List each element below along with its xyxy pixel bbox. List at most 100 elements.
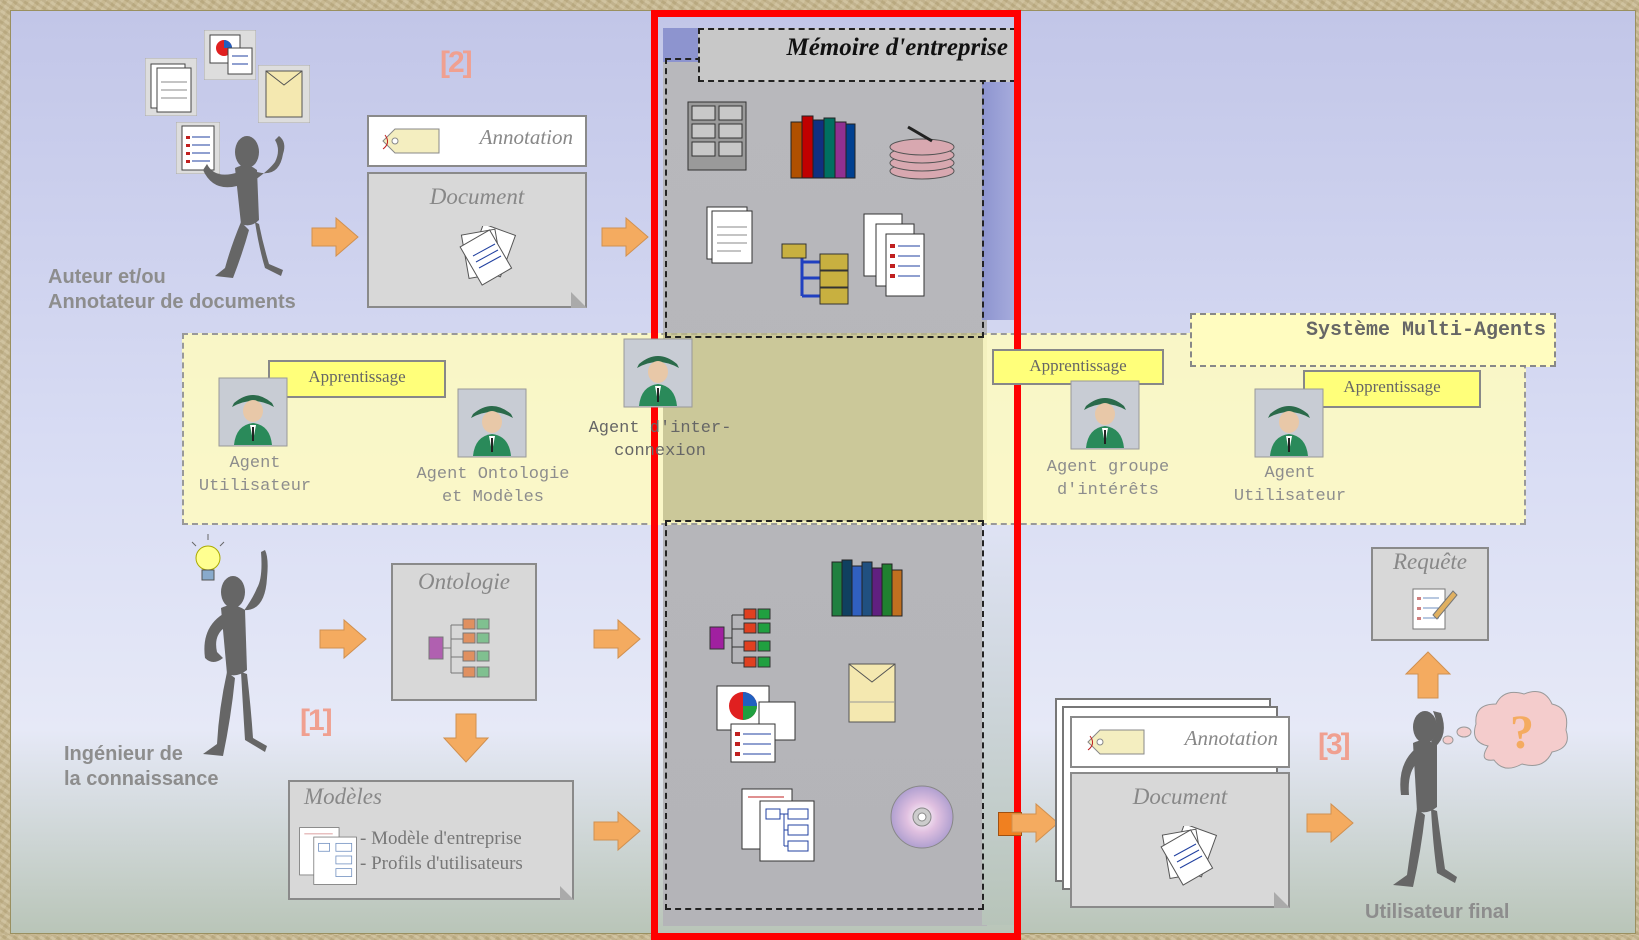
author-figure-icon bbox=[195, 128, 305, 288]
hierarchy-icon bbox=[708, 605, 772, 671]
engineer-label-line2: la connaissance bbox=[64, 768, 219, 790]
agent-ontology-line2: et Modèles bbox=[441, 488, 545, 507]
request-label: Requête bbox=[1392, 549, 1468, 574]
floating-envelope-icon bbox=[258, 65, 310, 123]
agent-user-right-label: Agent Utilisateur bbox=[1220, 462, 1360, 508]
agent-user-right-line1: Agent bbox=[1264, 464, 1316, 483]
page-fold-corner bbox=[571, 292, 587, 308]
folder-tree-icon bbox=[780, 238, 852, 308]
books-stack-icon bbox=[830, 556, 904, 618]
agent-interconnect-label: Agent d'inter- connexion bbox=[580, 417, 740, 463]
engineer-label: Ingénieur de la connaissance bbox=[64, 742, 219, 792]
document-pages-icon bbox=[1152, 826, 1222, 888]
annotation-label-right: Annotation bbox=[1184, 726, 1278, 750]
page-fold-corner bbox=[560, 886, 574, 900]
arrow-results-to-user bbox=[1305, 802, 1355, 844]
document-box-right: Document bbox=[1070, 772, 1290, 908]
agent-icon bbox=[623, 338, 693, 408]
floating-form-icon bbox=[176, 122, 220, 174]
filing-cabinet-icon bbox=[686, 100, 748, 172]
floating-doc-2-icon bbox=[204, 30, 256, 80]
agent-user-left-line1: Agent bbox=[229, 454, 281, 473]
forms-icon bbox=[862, 212, 928, 298]
agent-interconnect-line1: Agent d'inter- bbox=[588, 419, 732, 438]
charts-icon bbox=[715, 684, 799, 764]
ontology-box: Ontologie bbox=[391, 563, 537, 701]
idea-bulb-icon bbox=[186, 532, 230, 588]
step-number-3: [3] bbox=[1318, 728, 1351, 761]
author-label: Auteur et/ou Annotateur de documents bbox=[48, 265, 296, 315]
arrow-document-to-memory bbox=[600, 216, 650, 258]
books-icon bbox=[789, 112, 857, 180]
learning-label-right: Apprentissage bbox=[1303, 370, 1481, 408]
arrow-ontology-to-memory bbox=[592, 618, 642, 660]
mas-title-box: Système Multi-Agents bbox=[1190, 313, 1556, 367]
annotation-label-top: Annotation bbox=[479, 125, 573, 149]
arrow-author-to-document bbox=[310, 216, 360, 258]
end-user-label: Utilisateur final bbox=[1365, 901, 1510, 923]
mas-band-overlay-memory bbox=[663, 333, 983, 521]
question-cloud-icon: ? bbox=[1468, 686, 1572, 778]
author-label-line2: Annotateur de documents bbox=[48, 291, 296, 313]
agent-icon bbox=[218, 377, 288, 447]
annotation-box-top: Annotation bbox=[367, 115, 587, 167]
models-item-2: - Profils d'utilisateurs bbox=[360, 853, 523, 874]
tag-icon bbox=[381, 127, 441, 155]
document-pages-icon bbox=[451, 226, 521, 288]
agent-user-left-line2: Utilisateur bbox=[198, 477, 312, 496]
request-form-icon bbox=[1411, 585, 1459, 633]
tag-icon bbox=[1086, 728, 1146, 756]
arrow-memory-to-results bbox=[1010, 802, 1060, 844]
mas-title: Système Multi-Agents bbox=[1305, 319, 1546, 342]
memory-title-box: Mémoire d'entreprise bbox=[698, 28, 1016, 82]
models-box: Modèles - Modèle d'entreprise - Profils … bbox=[288, 780, 574, 900]
step-number-2: [2] bbox=[440, 46, 473, 79]
page-fold-corner bbox=[1274, 892, 1290, 908]
agent-interconnect-line2: connexion bbox=[614, 442, 706, 461]
envelope-icon bbox=[847, 662, 897, 724]
cd-icon bbox=[888, 783, 956, 851]
engineer-figure-icon bbox=[195, 548, 285, 768]
agent-user-left-label: Agent Utilisateur bbox=[185, 452, 325, 498]
agent-icon bbox=[457, 388, 527, 458]
arrow-engineer-to-ontology bbox=[318, 618, 368, 660]
annotation-box-right: Annotation bbox=[1070, 716, 1290, 768]
ontology-tree-icon bbox=[427, 615, 491, 681]
memory-lower-strip bbox=[982, 520, 1018, 925]
step-number-1: [1] bbox=[300, 704, 333, 737]
agent-group-line2: d'intérêts bbox=[1056, 481, 1160, 500]
arrow-user-to-request bbox=[1404, 650, 1452, 700]
engineer-label-line1: Ingénieur de bbox=[64, 743, 183, 765]
agent-group-label: Agent groupe d'intérêts bbox=[1030, 456, 1186, 502]
svg-text:?: ? bbox=[1510, 706, 1534, 759]
floating-doc-1-icon bbox=[145, 58, 197, 116]
agent-ontology-line1: Agent Ontologie bbox=[416, 465, 570, 484]
arrow-models-to-memory bbox=[592, 810, 642, 852]
document-label-top: Document bbox=[429, 184, 525, 209]
arrow-ontology-to-models bbox=[442, 712, 490, 764]
memo-icon bbox=[705, 205, 755, 265]
learning-label-group: Apprentissage bbox=[992, 349, 1164, 385]
memory-title: Mémoire d'entreprise bbox=[786, 34, 1008, 61]
document-box-top: Document bbox=[367, 172, 587, 308]
agent-icon bbox=[1070, 380, 1140, 450]
end-user-figure-icon bbox=[1375, 705, 1475, 895]
author-label-line1: Auteur et/ou bbox=[48, 266, 166, 288]
models-item-1: - Modèle d'entreprise bbox=[360, 828, 522, 849]
learning-label-left: Apprentissage bbox=[268, 360, 446, 398]
agent-user-right-line2: Utilisateur bbox=[1233, 487, 1347, 506]
request-box: Requête bbox=[1371, 547, 1489, 641]
thought-bubbles bbox=[1440, 724, 1472, 746]
agent-icon bbox=[1254, 388, 1324, 458]
ontology-label: Ontologie bbox=[418, 569, 510, 594]
agent-group-line1: Agent groupe bbox=[1046, 458, 1170, 477]
memory-blue-strip bbox=[982, 80, 1018, 320]
memory-blue-corner bbox=[663, 28, 701, 62]
models-label: Modèles bbox=[304, 784, 382, 809]
agent-ontology-label: Agent Ontologie et Modèles bbox=[400, 463, 586, 509]
document-label-right: Document bbox=[1132, 784, 1228, 809]
diagram-icon bbox=[740, 787, 816, 863]
models-diagram-icon bbox=[298, 826, 358, 886]
database-disks-icon bbox=[888, 125, 956, 181]
memory-lower-box bbox=[665, 520, 984, 910]
